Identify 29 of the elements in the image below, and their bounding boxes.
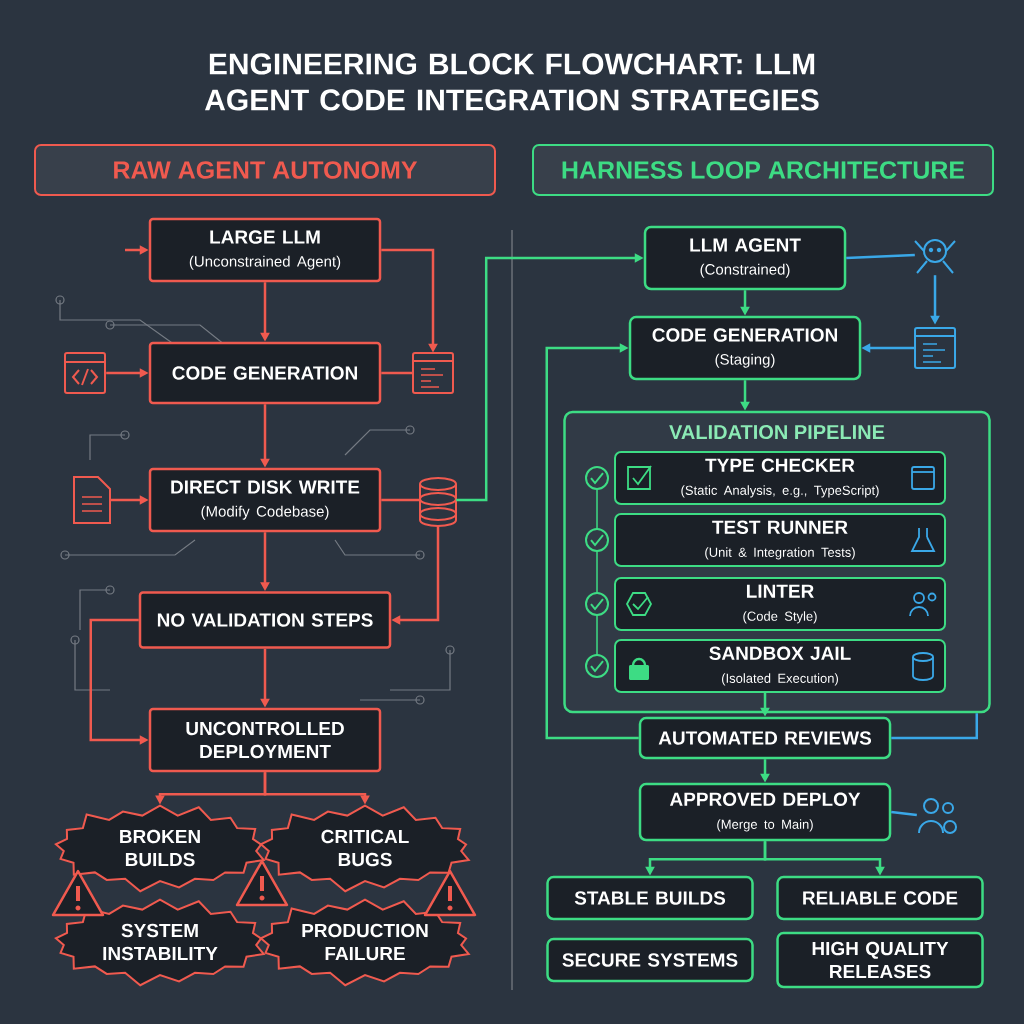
outcome-box: STABLE BUILDS bbox=[546, 875, 754, 921]
database-icon bbox=[419, 477, 457, 527]
document-icon bbox=[73, 476, 111, 524]
outcome-box: SECURE SYSTEMS bbox=[546, 937, 754, 983]
process-box: DIRECT DISK WRITE (Modify Codebase) bbox=[148, 467, 382, 533]
terminal-icon bbox=[412, 352, 454, 394]
outcome-box: HIGH QUALITY RELEASES bbox=[776, 931, 984, 989]
process-box: UNCONTROLLED DEPLOYMENT bbox=[148, 707, 382, 773]
terminal-icon bbox=[914, 327, 956, 369]
panel-title: VALIDATION PIPELINE bbox=[669, 424, 885, 440]
stage-box: SANDBOX JAIL (Isolated Execution) bbox=[614, 639, 946, 693]
process-box: AUTOMATED REVIEWS bbox=[638, 716, 892, 760]
header-box: RAW AGENT AUTONOMY bbox=[34, 144, 496, 196]
process-box: CODE GENERATION bbox=[148, 341, 382, 405]
outcome-box: RELIABLE CODE bbox=[776, 875, 984, 921]
stage-box: TYPE CHECKER (Static Analysis, e.g., TypeScript) bbox=[614, 451, 946, 505]
stage-box: TEST RUNNER (Unit & Integration Tests) bbox=[614, 513, 946, 567]
people-icon bbox=[918, 798, 957, 834]
header-box: HARNESS LOOP ARCHITECTURE bbox=[532, 144, 994, 196]
process-box: NO VALIDATION STEPS bbox=[138, 591, 392, 649]
arrow bbox=[545, 343, 639, 740]
process-box: APPROVED DEPLOY (Merge to Main) bbox=[638, 782, 892, 842]
stage-box: LINTER (Code Style) bbox=[614, 577, 946, 631]
process-box: CODE GENERATION (Staging) bbox=[628, 315, 862, 381]
process-box: LLM AGENT (Constrained) bbox=[643, 225, 847, 291]
robot-icon bbox=[914, 239, 956, 274]
title: ENGINEERING BLOCK FLOWCHART: LLM AGENT CODE INTEGRATION STRATEGIES bbox=[204, 53, 819, 111]
process-box: LARGE LLM (Unconstrained Agent) bbox=[148, 217, 382, 283]
code-window-icon bbox=[64, 352, 106, 394]
